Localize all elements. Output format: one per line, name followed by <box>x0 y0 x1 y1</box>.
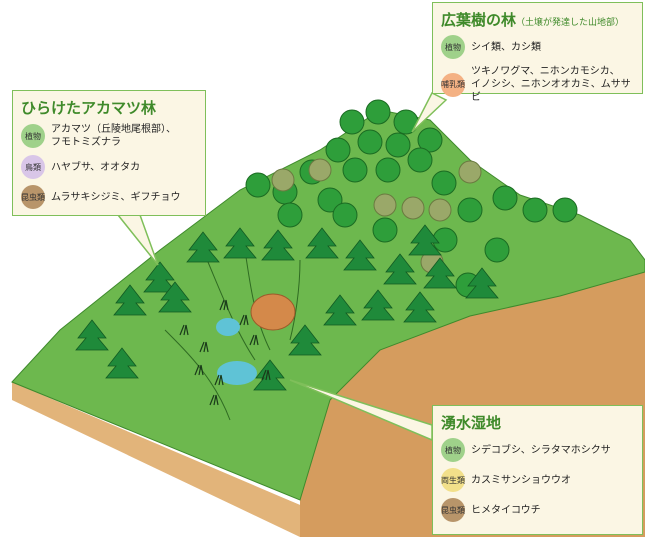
category-badge-birds: 鳥類 <box>21 155 45 179</box>
callout-pointer-pine <box>116 214 159 266</box>
species-text: カスミサンショウウオ <box>471 474 571 486</box>
species-row-plants: 植物 シイ類、カシ類 <box>433 32 642 62</box>
pond-lower <box>217 361 257 385</box>
species-row-mammals: 哺乳類 ツキノワグマ、ニホンカモシカ、 イノシシ、ニホンオオカミ、ムササビ <box>433 62 642 107</box>
wetland-grasses <box>179 299 271 406</box>
eroded-soil-patch <box>250 293 296 331</box>
ground-surface <box>11 109 645 501</box>
species-text: ヒメタイコウチ <box>471 504 541 516</box>
broadleaf-trees <box>245 99 578 298</box>
callout-pointer-broadleaf <box>411 91 448 133</box>
species-row-insects: 昆虫類 ムラサキシジミ、ギフチョウ <box>13 182 205 212</box>
soil-left-face <box>12 382 300 537</box>
callout-title: ひらけたアカマツ林 <box>21 99 157 117</box>
species-row-birds: 鳥類 ハヤブサ、オオタカ <box>13 152 205 182</box>
category-badge-mammals: 哺乳類 <box>441 72 465 97</box>
callout-broadleaf-forest: 広葉樹の林（土壌が発達した山地部） 植物 シイ類、カシ類 哺乳類 ツキノワグマ、… <box>432 2 643 103</box>
species-text: ムラサキシジミ、ギフチョウ <box>51 191 181 203</box>
category-badge-insects: 昆虫類 <box>441 498 465 522</box>
species-text: ツキノワグマ、ニホンカモシカ、 イノシシ、ニホンオオカミ、ムササビ <box>471 66 631 103</box>
callout-title: 広葉樹の林（土壌が発達した山地部） <box>433 3 642 32</box>
species-text: シイ類、カシ類 <box>471 41 541 53</box>
species-text: シデコブシ、シラタマホシクサ <box>471 444 611 456</box>
species-row-insects: 昆虫類 ヒメタイコウチ <box>433 495 642 525</box>
callout-subtitle: （土壌が発達した山地部） <box>516 18 625 28</box>
pine-trees <box>75 224 499 391</box>
category-badge-insects: 昆虫類 <box>21 185 45 209</box>
callout-title-text: 広葉樹の林 <box>441 11 517 29</box>
category-badge-plants: 植物 <box>441 35 465 59</box>
species-row-amphibians: 両生類 カスミサンショウウオ <box>433 465 642 495</box>
callout-spring-wetland: 湧水湿地 植物 シデコブシ、シラタマホシクサ 両生類 カスミサンショウウオ 昆虫… <box>432 405 643 535</box>
species-row-plants: 植物 アカマツ（丘陵地尾根部）、 フモトミズナラ <box>13 120 205 152</box>
stream-line <box>164 329 231 421</box>
species-text: ハヤブサ、オオタカ <box>51 161 141 173</box>
category-badge-plants: 植物 <box>21 124 45 148</box>
category-badge-plants: 植物 <box>441 438 465 462</box>
stream-line <box>244 249 271 351</box>
category-badge-amphibians: 両生類 <box>441 468 465 492</box>
stream-line <box>289 259 301 341</box>
species-row-plants: 植物 シデコブシ、シラタマホシクサ <box>433 435 642 465</box>
species-text: アカマツ（丘陵地尾根部）、 フモトミズナラ <box>51 124 176 148</box>
callout-red-pine-forest: ひらけたアカマツ林 植物 アカマツ（丘陵地尾根部）、 フモトミズナラ 鳥類 ハヤ… <box>12 90 206 216</box>
callout-title: 湧水湿地 <box>441 414 502 432</box>
pond-upper <box>216 318 240 336</box>
